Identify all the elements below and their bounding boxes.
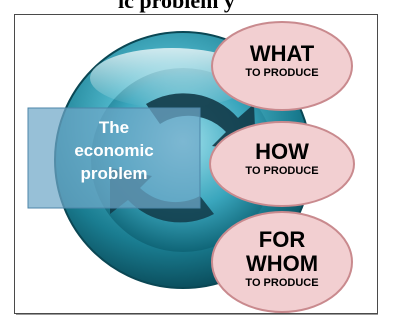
how-word: HOW <box>255 139 309 164</box>
label-box-bg <box>27 107 201 209</box>
ellipse-how <box>209 121 355 207</box>
label-line-3: problem <box>80 164 148 183</box>
what-sub: TO PRODUCE <box>245 67 319 79</box>
label-line-1: The <box>98 118 130 137</box>
label-line-2: economic <box>74 141 154 160</box>
ellipse-what <box>211 21 353 111</box>
header-fragment-text: ic problem y <box>118 0 235 13</box>
economic-problem-label: The economic problem <box>28 116 200 185</box>
bottom-rule <box>16 314 378 315</box>
for-whom-to-produce: FOR WHOM TO PRODUCE <box>212 228 352 290</box>
header-fragment: ic problem y <box>0 0 393 14</box>
how-sub: TO PRODUCE <box>245 165 319 177</box>
how-to-produce: HOW TO PRODUCE <box>212 140 352 178</box>
for-word: FOR <box>258 227 306 252</box>
whom-word: WHOM <box>245 251 319 276</box>
what-to-produce: WHAT TO PRODUCE <box>212 42 352 80</box>
what-word: WHAT <box>249 41 315 66</box>
for-whom-sub: TO PRODUCE <box>245 277 319 289</box>
ellipse-for-whom <box>211 211 353 313</box>
